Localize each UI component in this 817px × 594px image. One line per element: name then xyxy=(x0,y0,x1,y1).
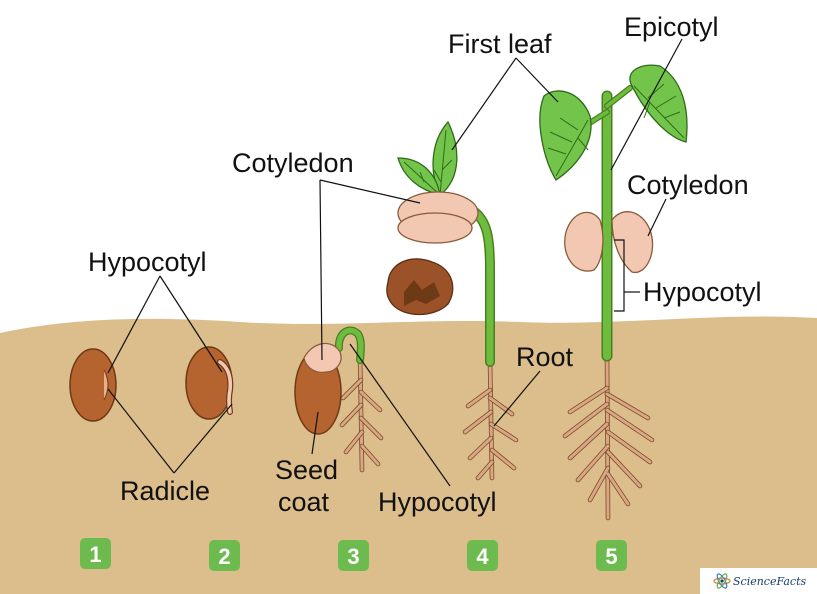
stage-2-seed xyxy=(186,347,232,419)
stage-5-leaf-right xyxy=(630,65,687,142)
stage-5-cotyledon-right xyxy=(612,212,653,273)
step-badge-1: 1 xyxy=(80,538,111,569)
soil xyxy=(0,316,817,594)
stage-5-leaf-left xyxy=(540,91,591,180)
step-badge-3: 3 xyxy=(338,540,369,571)
label-seed-coat-line1: Seed xyxy=(275,455,338,485)
stage-4-seed-coat xyxy=(387,259,453,315)
label-cotyledon-left: Cotyledon xyxy=(232,148,354,178)
label-cotyledon-right: Cotyledon xyxy=(627,170,749,200)
label-radicle: Radicle xyxy=(120,476,210,506)
logo-text: ScienceFacts xyxy=(733,575,807,588)
label-epicotyl: Epicotyl xyxy=(624,12,719,42)
label-hypocotyl-stage-1: Hypocotyl xyxy=(88,247,207,277)
label-root: Root xyxy=(516,342,574,372)
stage-1-seed xyxy=(70,349,116,421)
step-badge-2: 2 xyxy=(209,540,240,571)
step-number-4: 4 xyxy=(476,544,489,569)
step-badge-4: 4 xyxy=(467,540,498,571)
step-number-3: 3 xyxy=(347,544,359,569)
label-hypocotyl-stage-5: Hypocotyl xyxy=(643,277,762,307)
step-number-1: 1 xyxy=(89,542,101,567)
step-badge-5: 5 xyxy=(596,540,627,571)
label-seed-coat-line2: coat xyxy=(278,487,330,517)
stage-5-cotyledon-left xyxy=(565,212,603,271)
label-hypocotyl-stage-3: Hypocotyl xyxy=(378,487,497,517)
step-number-2: 2 xyxy=(218,544,230,569)
step-number-5: 5 xyxy=(605,544,617,569)
label-first-leaf: First leaf xyxy=(448,29,552,59)
